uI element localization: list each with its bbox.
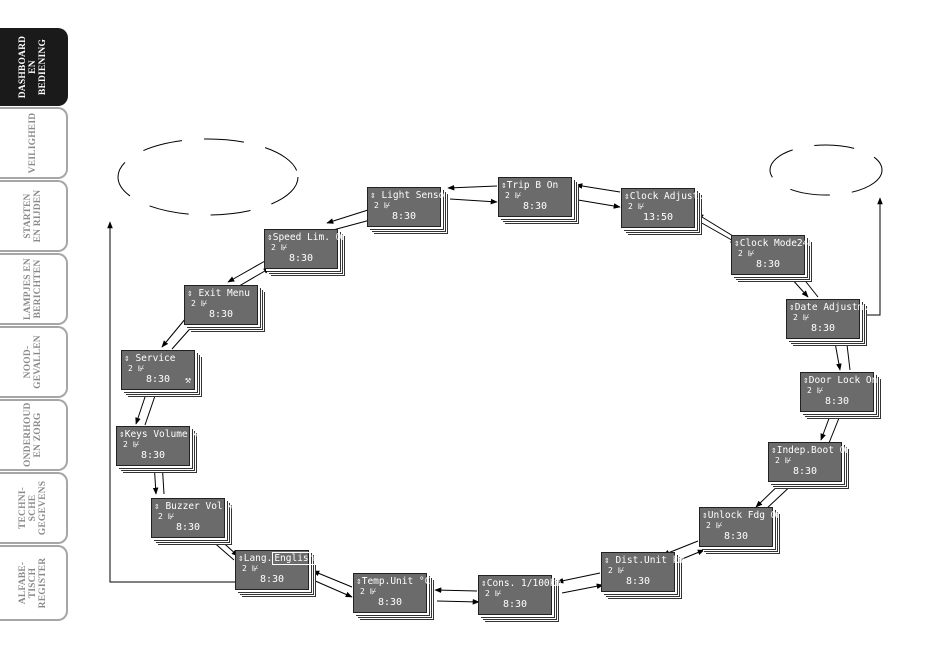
- lcd-keys-volume: ⇕Keys Volume 4 2 ⊮ 8:30: [116, 426, 199, 466]
- lcd-line1: ⇕Speed Lim. On: [267, 232, 348, 243]
- lcd-line2: 2 ⊮: [775, 456, 792, 465]
- lcd-line1: ⇕ Service: [124, 353, 176, 364]
- lcd-time: 8:30: [810, 323, 836, 334]
- lcd-door-lock: ⇕Door Lock On 2 ⊮ 8:30: [800, 372, 878, 412]
- lcd-time: 8:30: [208, 309, 234, 320]
- lcd-dist-unit: ⇕ Dist.Unit km 2 ⊮ 8:30: [601, 552, 684, 592]
- lcd-buzzer-vol: ⇕ Buzzer Vol 4 2 ⊮ 8:30: [151, 498, 234, 538]
- lcd-time: 8:30: [824, 396, 850, 407]
- lcd-line2: 2 ⊮: [628, 202, 645, 211]
- lcd-time: 8:30: [755, 259, 781, 270]
- wrench-icon: ⚒: [184, 375, 191, 386]
- return-line-right: [866, 197, 883, 316]
- lcd-unlock-fdg: ⇕Unlock Fdg On 2 ⊮ 8:30: [699, 507, 782, 547]
- lcd-temp-unit: ⇕Temp.Unit °C 2 ⊮ 8:30: [353, 573, 431, 613]
- lcd-trip-b: ⇕Trip B On 2 ⊮ 8:30: [498, 177, 572, 217]
- lcd-light-sensor: ⇕ Light Sensor 2 2 ⊮ 8:30: [367, 187, 462, 227]
- lcd-line1: ⇕Indep.Boot On: [771, 445, 852, 456]
- lcd-line2: 2 ⊮: [738, 249, 755, 258]
- lcd-time: 8:30: [723, 531, 749, 542]
- lcd-line2: 2 ⊮: [191, 299, 208, 308]
- lcd-time: 8:30: [391, 211, 417, 222]
- lcd-line2: 2 ⊮: [128, 364, 145, 373]
- lcd-time: 8:30: [377, 597, 403, 608]
- lcd-line2: 2 ⊮: [706, 521, 723, 530]
- lcd-line1: ⇕Date Adjustm.: [789, 302, 870, 313]
- lcd-line1: ⇕Trip B On: [501, 180, 559, 191]
- lcd-line1: ⇕Keys Volume 4: [119, 429, 200, 440]
- lcd-indep-boot: ⇕Indep.Boot On 2 ⊮ 8:30: [768, 442, 851, 482]
- button-hint-right: [769, 144, 883, 196]
- lcd-lang: ⇕Lang.English 2 ⊮ 8:30: [235, 550, 317, 590]
- lcd-clock-mode: ⇕Clock Mode24h 2 ⊮ 8:30: [731, 235, 814, 275]
- lcd-line1: ⇕Clock Mode24h: [734, 238, 815, 249]
- lcd-line1: ⇕ Dist.Unit km: [604, 555, 685, 566]
- lcd-date-adjust: ⇕Date Adjustm. 2 ⊮ 8:30: [786, 299, 869, 339]
- lcd-service: ⇕ Service 2 ⊮ 8:30 ⚒: [121, 350, 195, 390]
- tab-technische-gegevens[interactable]: TECHNI- SCHE GEGEVENS: [0, 472, 68, 544]
- lcd-line2: 2 ⊮: [242, 564, 259, 573]
- lcd-line2: 2 ⊮: [374, 201, 391, 210]
- lcd-line2: 2 ⊮: [271, 243, 288, 252]
- lcd-line1: ⇕ Light Sensor 2: [370, 190, 462, 201]
- lcd-line1: ⇕Cons. 1/100km: [481, 578, 562, 589]
- lang-value-highlight: English: [272, 552, 317, 565]
- lcd-line1: ⇕Door Lock On: [803, 375, 878, 386]
- lcd-line1: ⇕ Exit Menu: [187, 288, 250, 299]
- lcd-time: 8:30: [625, 576, 651, 587]
- tab-veiligheid[interactable]: VEILIGHEID: [0, 107, 68, 179]
- tab-dashboard-en-bediening[interactable]: DASHBOARD EN BEDIENING: [0, 28, 68, 106]
- return-line-left: [107, 221, 235, 583]
- lcd-time: 8:30: [288, 253, 314, 264]
- lcd-time: 8:30: [792, 466, 818, 477]
- lcd-time: 8:30: [175, 522, 201, 533]
- lcd-time: 8:30: [140, 450, 166, 461]
- lcd-time: 8:30: [502, 599, 528, 610]
- lcd-line2: 2 ⊮: [505, 191, 522, 200]
- tab-noodgevallen[interactable]: NOOD- GEVALLEN: [0, 326, 68, 398]
- lcd-speed-lim: ⇕Speed Lim. On 2 ⊮ 8:30: [264, 229, 347, 269]
- tab-onderhoud-en-zorg[interactable]: ONDERHOUD EN ZORG: [0, 399, 68, 471]
- lcd-line2: 2 ⊮: [360, 587, 377, 596]
- lcd-line2: 2 ⊮: [608, 566, 625, 575]
- lcd-time: 13:50: [642, 212, 674, 223]
- lcd-clock-adjust: ⇕Clock Adjust. 2 ⊮ 13:50: [621, 188, 704, 228]
- lcd-line2: 2 ⊮: [158, 512, 175, 521]
- lcd-line1: ⇕Lang.English: [238, 552, 317, 565]
- lcd-line2: 2 ⊮: [485, 589, 502, 598]
- lcd-time: 8:30: [145, 374, 171, 385]
- lcd-line2: 2 ⊮: [807, 386, 824, 395]
- lcd-cons: ⇕Cons. 1/100km 2 ⊮ 8:30: [478, 575, 561, 615]
- lcd-line2: 2 ⊮: [123, 440, 140, 449]
- lcd-line1: ⇕Unlock Fdg On: [702, 510, 783, 521]
- lcd-line1: ⇕Temp.Unit °C: [356, 576, 431, 587]
- lcd-time: 8:30: [259, 574, 285, 585]
- lcd-time: 8:30: [522, 201, 548, 212]
- lang-label: ⇕Lang.: [238, 553, 273, 564]
- button-hint-left: [117, 138, 299, 216]
- lcd-line1: ⇕ Buzzer Vol 4: [154, 501, 235, 512]
- lcd-line2: 2 ⊮: [793, 313, 810, 322]
- lcd-exit-menu: ⇕ Exit Menu 2 ⊮ 8:30: [184, 285, 258, 325]
- tab-starten-en-rijden[interactable]: STARTEN EN RIJDEN: [0, 180, 68, 252]
- tab-lampjes-en-berichten[interactable]: LAMPJES EN BERICHTEN: [0, 253, 68, 325]
- lcd-line1: ⇕Clock Adjust.: [624, 191, 705, 202]
- tab-alfabetisch-register[interactable]: ALFABE- TISCH REGISTER: [0, 545, 68, 621]
